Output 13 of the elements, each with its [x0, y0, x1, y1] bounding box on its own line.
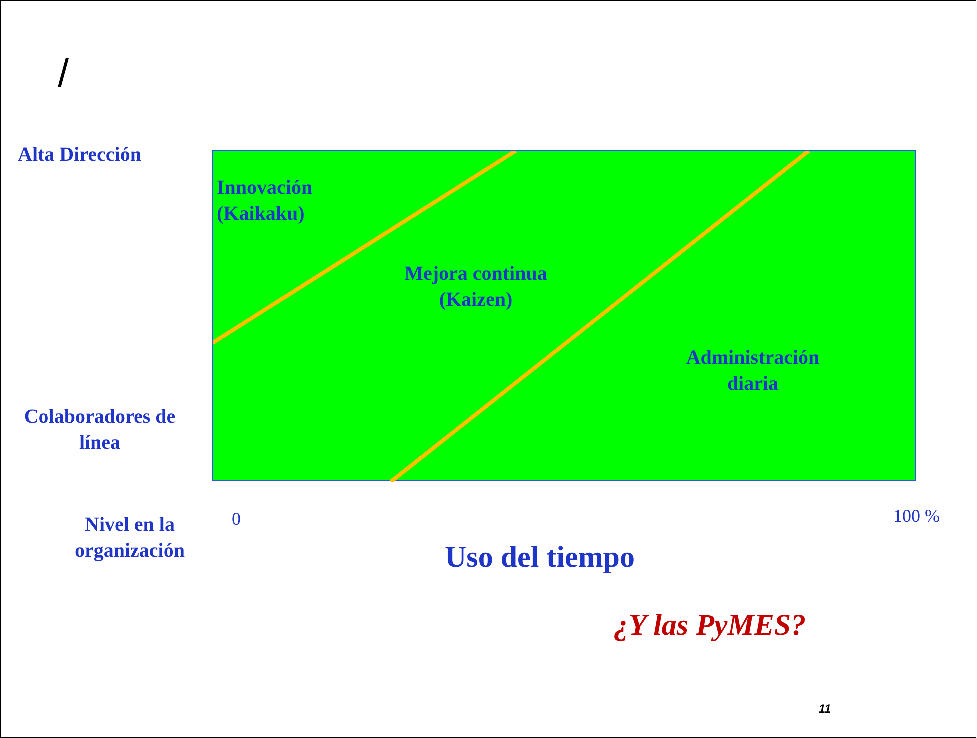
- axis-title: Nivel en la organización: [74, 513, 186, 564]
- region-label: Mejora continua (Kaizen): [404, 262, 548, 313]
- page-number: 11: [818, 702, 832, 718]
- tick-label: 0: [232, 508, 241, 531]
- region-chart-box: [212, 150, 916, 481]
- tick-label: 100 %: [892, 505, 940, 528]
- region-label: Innovación (Kaikaku): [217, 176, 314, 227]
- slide-title: /: [58, 51, 70, 98]
- axis-label: Colaboradores de línea: [23, 405, 177, 456]
- region-label: Administración diaria: [685, 346, 821, 397]
- question-text: ¿Y las PyMES?: [612, 608, 808, 644]
- axis-title: Uso del tiempo: [444, 540, 636, 576]
- axis-label: Alta Dirección: [18, 143, 142, 168]
